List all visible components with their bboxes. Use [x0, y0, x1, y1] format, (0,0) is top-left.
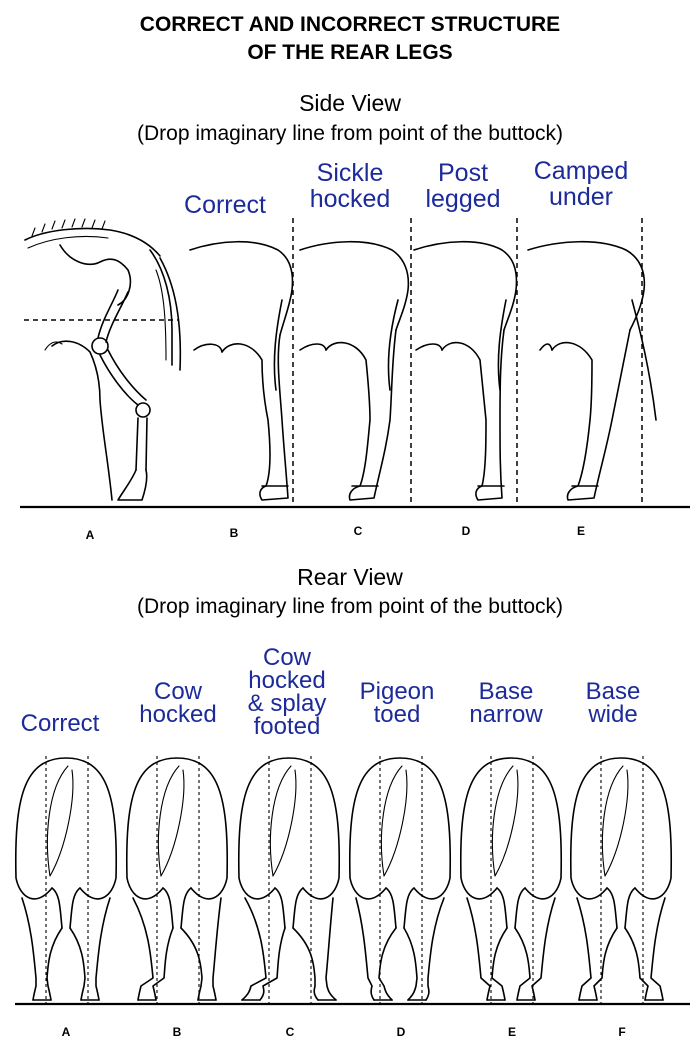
rear-left-leg-outer — [576, 897, 592, 1001]
side-view-instruction: (Drop imaginary line from point of the b… — [136, 122, 564, 145]
side-letter-d: D — [461, 524, 471, 538]
rear-crotch — [274, 887, 304, 929]
side-label-correct: Correct — [184, 191, 266, 219]
side-letter-b: B — [229, 526, 239, 540]
rear-left-leg-outer — [355, 897, 375, 1001]
side-label-sickle-hocked: Sickle hocked — [309, 159, 391, 213]
side-leg-b-correct — [189, 240, 294, 501]
rear-right-leg-outer — [212, 897, 222, 1001]
rear-figure-pigeon-toed — [348, 756, 452, 1004]
side-skeleton-a — [24, 218, 182, 501]
side-view-heading: Side View — [299, 90, 401, 116]
side-label-camped-under: Camped under — [533, 157, 629, 211]
rear-letter-f: F — [618, 1025, 626, 1039]
rear-left-leg-outer — [241, 897, 267, 1001]
rear-tail — [601, 765, 629, 877]
rear-label-correct: Correct — [20, 710, 100, 737]
rear-letter-c: C — [285, 1025, 295, 1039]
rear-crotch — [162, 887, 192, 929]
rear-crotch — [496, 887, 526, 929]
rear-rump-outline — [14, 757, 118, 900]
rear-right-leg-inner — [69, 927, 86, 1001]
rear-crotch — [606, 887, 636, 929]
rear-rump-outline — [459, 757, 563, 900]
rear-right-leg-inner — [403, 927, 418, 1001]
rear-left-leg-inner — [259, 927, 286, 1001]
rear-label-base-wide: Base wide — [585, 678, 641, 728]
rear-rump-outline — [125, 757, 229, 900]
rear-letter-e: E — [507, 1025, 516, 1039]
side-leg-d-post — [413, 240, 518, 501]
rear-label-cow-hocked-splay-footed: Cow hocked & splay footed — [247, 644, 327, 740]
side-letter-c: C — [353, 524, 363, 538]
page-title-line1: CORRECT AND INCORRECT STRUCTURE — [139, 13, 561, 36]
rear-right-leg-inner — [180, 927, 203, 1001]
rear-right-leg-outer — [325, 897, 337, 1001]
rear-crotch — [385, 887, 415, 929]
rear-left-leg-outer — [466, 897, 491, 1001]
rear-panels — [14, 756, 673, 1004]
rear-right-leg-outer — [425, 897, 445, 1001]
rear-figure-cow-hocked-splay — [237, 756, 341, 1004]
rear-right-leg-outer — [95, 897, 111, 1001]
side-label-post-legged: Post legged — [425, 159, 501, 213]
rear-letter-b: B — [172, 1025, 182, 1039]
rear-figure-cow-hocked — [125, 756, 229, 1004]
rear-tail — [46, 765, 74, 877]
rear-label-cow-hocked: Cow hocked — [139, 678, 217, 728]
rear-letter-d: D — [396, 1025, 406, 1039]
rear-view-instruction: (Drop imaginary line from point of the b… — [136, 595, 564, 618]
rear-tail — [157, 765, 185, 877]
rear-rump-outline — [569, 757, 673, 900]
rear-right-leg-inner — [292, 927, 319, 1001]
rear-label-base-narrow: Base narrow — [469, 678, 543, 728]
side-leg-c-sickle — [299, 240, 410, 501]
rear-rump-outline — [348, 757, 452, 900]
rear-left-leg-outer — [21, 897, 37, 1001]
rear-right-leg-outer — [650, 897, 666, 1001]
rear-figure-correct — [14, 756, 118, 1004]
rear-rump-outline — [237, 757, 341, 900]
rear-left-leg-inner — [378, 927, 397, 1001]
rear-right-leg-outer — [531, 897, 556, 1001]
rear-left-leg-inner — [46, 927, 63, 1001]
rear-tail — [269, 765, 297, 877]
rear-tail — [491, 765, 519, 877]
rear-letter-a: A — [61, 1025, 71, 1039]
rear-left-leg-inner — [152, 927, 174, 1001]
rear-label-pigeon-toed: Pigeon toed — [359, 678, 435, 728]
page-title-line2: OF THE REAR LEGS — [247, 41, 453, 64]
rear-left-leg-inner — [593, 927, 618, 1001]
rear-right-leg-inner — [624, 927, 649, 1001]
rear-tail — [380, 765, 408, 877]
rear-left-leg-inner — [491, 927, 508, 1001]
rear-right-leg-inner — [514, 927, 531, 1001]
rear-crotch — [51, 887, 81, 929]
rear-view-heading: Rear View — [297, 564, 403, 590]
rear-left-leg-outer — [132, 897, 154, 1001]
rear-figure-base-narrow — [459, 756, 563, 1004]
side-letter-e: E — [576, 524, 585, 538]
side-letter-a: A — [85, 528, 95, 542]
rear-figure-base-wide — [569, 756, 673, 1004]
side-leg-e-camped — [527, 240, 657, 501]
